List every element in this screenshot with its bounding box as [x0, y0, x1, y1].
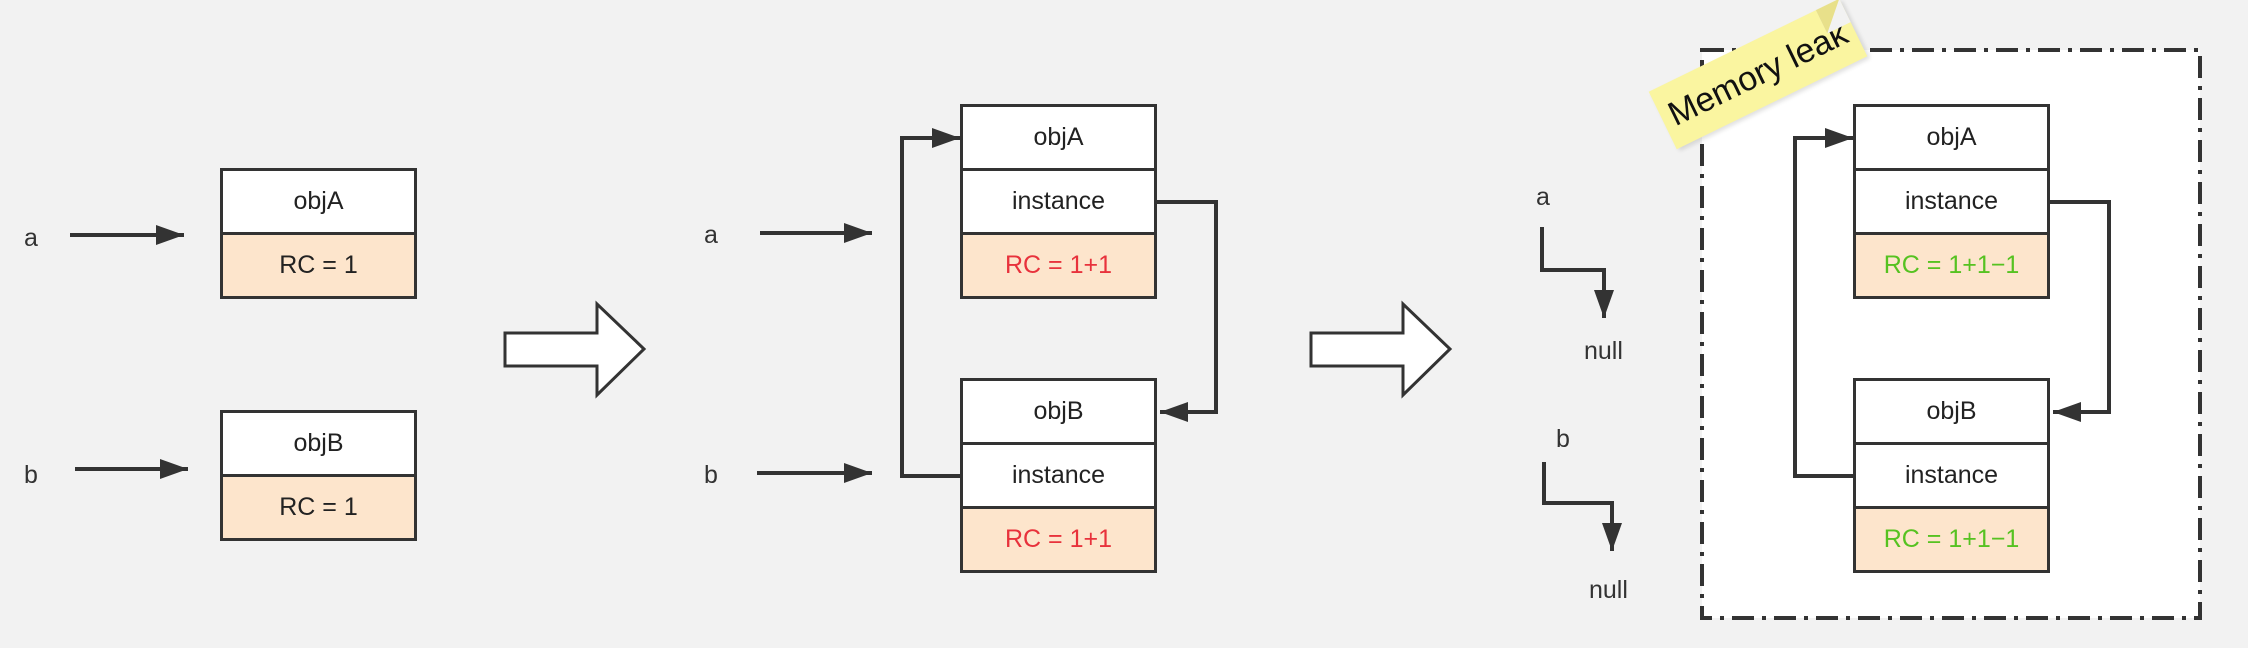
- arrow-b-to-null: [1542, 462, 1622, 551]
- ref-objA-instance-to-objB-3: [2049, 200, 2111, 422]
- transition-arrow-1: [503, 300, 647, 399]
- objB-rc: RC = 1+1: [960, 506, 1157, 573]
- null-label-b: null: [1589, 576, 1628, 604]
- objA-name: objA: [1853, 104, 2050, 171]
- objA-rc: RC = 1+1−1: [1853, 232, 2050, 299]
- var-b-label: b: [704, 461, 718, 489]
- arrow-a-to-null: [1540, 227, 1614, 318]
- objA-rc: RC = 1+1: [960, 232, 1157, 299]
- objB-name: objB: [960, 378, 1157, 445]
- objB-name: objB: [220, 410, 417, 477]
- objB-rc: RC = 1+1−1: [1853, 506, 2050, 573]
- var-a-label: a: [704, 221, 718, 249]
- ref-objB-instance-to-objA-2: [900, 128, 962, 478]
- null-label-a: null: [1584, 337, 1623, 365]
- objB-rc: RC = 1: [220, 474, 417, 541]
- var-b-label: b: [24, 461, 38, 489]
- objB-instance-field: instance: [1853, 442, 2050, 509]
- ref-objB-instance-to-objA-3: [1793, 128, 1855, 478]
- objB-instance-field: instance: [960, 442, 1157, 509]
- objB-name: objB: [1853, 378, 2050, 445]
- objA-rc: RC = 1: [220, 232, 417, 299]
- transition-arrow-2: [1309, 300, 1453, 399]
- objA-instance-field: instance: [960, 168, 1157, 235]
- objA-name: objA: [220, 168, 417, 235]
- objA-name: objA: [960, 104, 1157, 171]
- leak-frame-border: [1700, 48, 2202, 620]
- var-a-label: a: [1536, 183, 1550, 211]
- var-a-label: a: [24, 224, 38, 252]
- var-b-label: b: [1556, 425, 1570, 453]
- ref-objA-instance-to-objB-2: [1156, 200, 1218, 422]
- objA-instance-field: instance: [1853, 168, 2050, 235]
